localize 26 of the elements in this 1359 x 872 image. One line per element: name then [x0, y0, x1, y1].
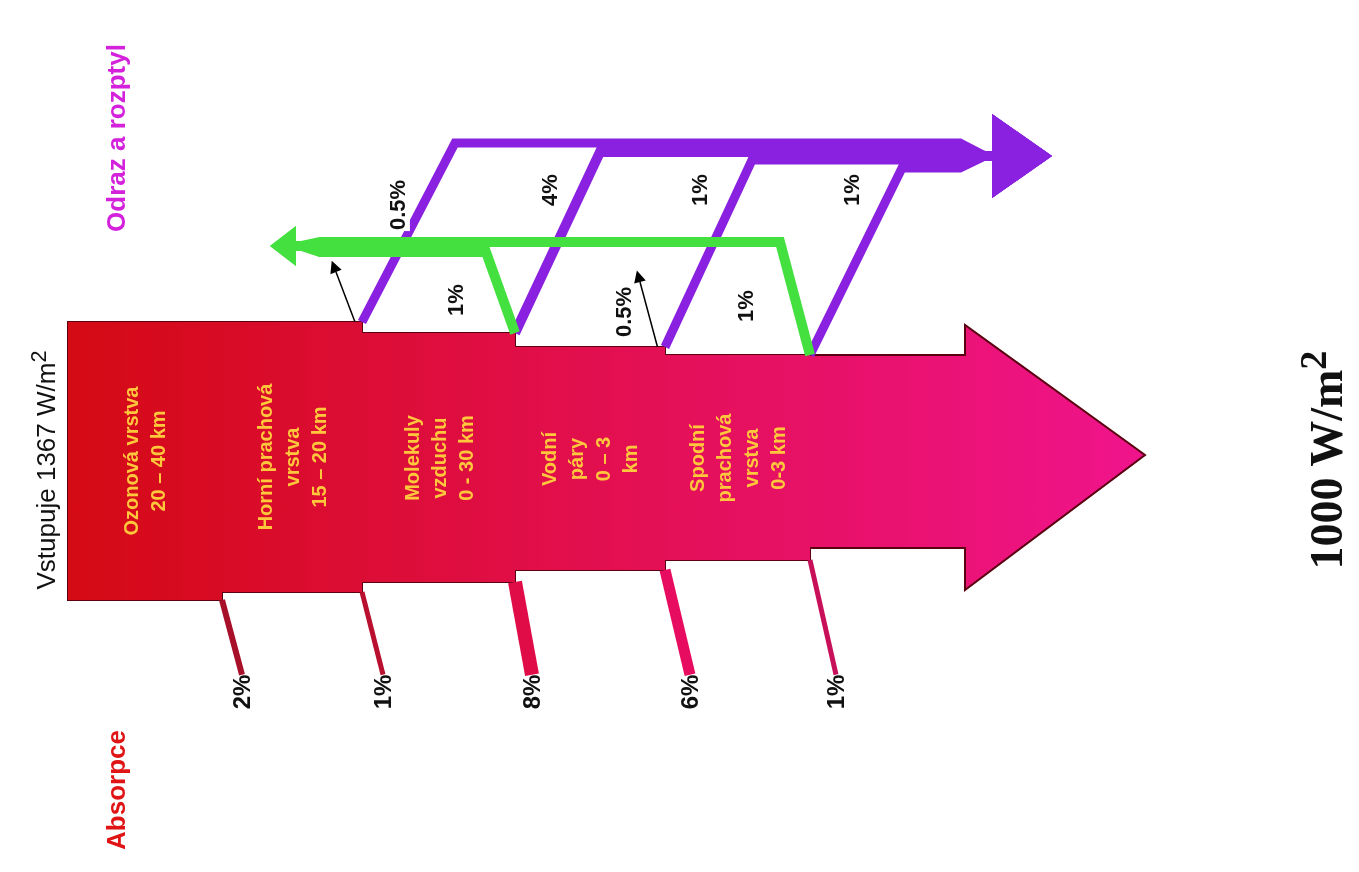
- altitude-range: 20 – 40 km: [146, 409, 170, 514]
- altitude-range: 0-3 km: [765, 424, 790, 492]
- absorption-band: [807, 559, 839, 676]
- percent-value: 8%: [518, 674, 546, 710]
- arrow: [330, 260, 356, 323]
- layer-name: Horní prachová vrstva: [252, 382, 304, 533]
- absorption-band: [508, 580, 539, 676]
- layer-name: Spodní prachová vrstva: [684, 412, 763, 504]
- layer-name: Molekuly vzduchu: [399, 413, 450, 503]
- absorption-band: [359, 591, 386, 676]
- category-heading: Absorpce: [100, 730, 132, 850]
- percent-value: 6%: [676, 674, 704, 710]
- absorption-band: [219, 599, 245, 676]
- category-heading: Odraz a rozptyl: [100, 44, 132, 232]
- layer-band: [68, 322, 222, 600]
- arrow: [270, 226, 815, 357]
- altitude-range: 0 – 3 km: [591, 435, 642, 483]
- percent-value: 2%: [228, 674, 256, 710]
- altitude-range: 15 – 20 km: [306, 405, 331, 510]
- arrow: [634, 270, 659, 348]
- layer-name: Vodní páry: [537, 430, 588, 488]
- altitude-range: 0 - 30 km: [453, 413, 477, 503]
- layer-name: Ozonová vrstva: [119, 385, 143, 538]
- percent-value: 1%: [369, 674, 397, 710]
- percent-value: 1%: [822, 674, 850, 710]
- absorption-band: [659, 568, 696, 676]
